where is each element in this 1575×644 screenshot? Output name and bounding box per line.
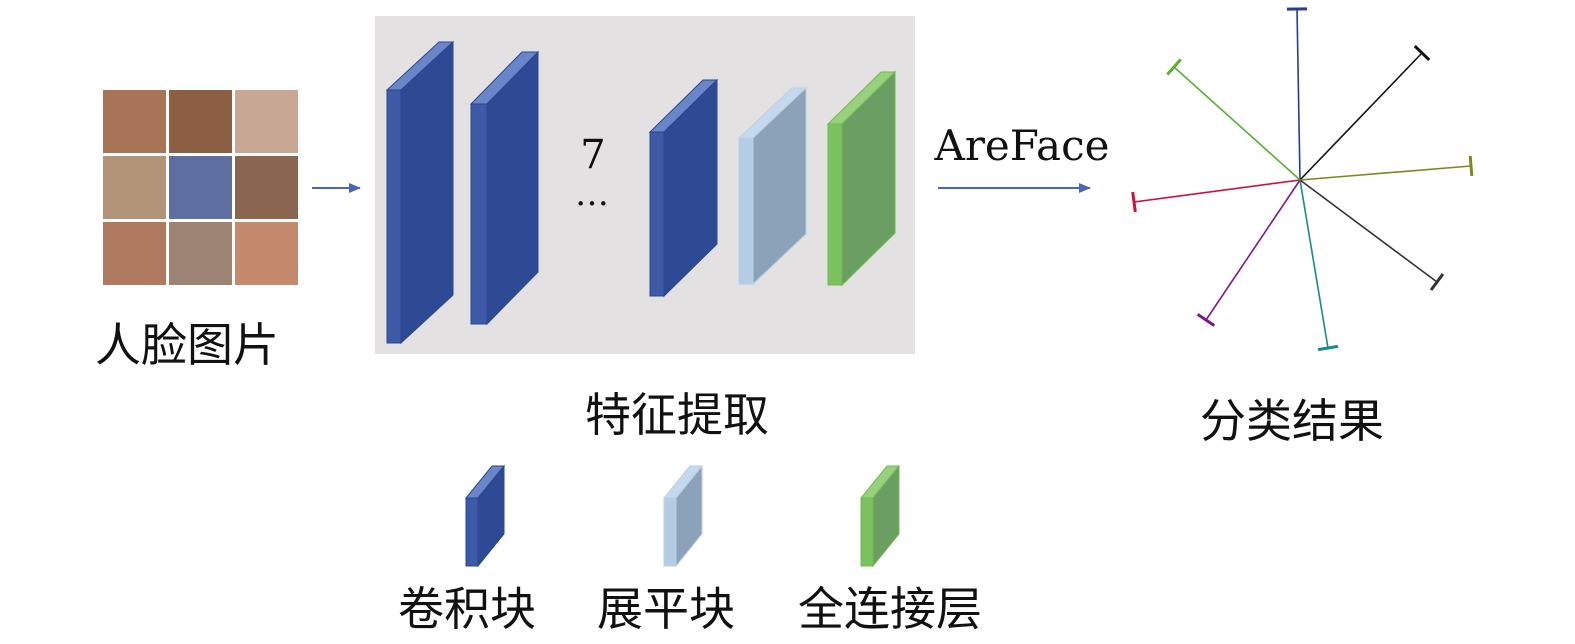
legend-flatten-swatch: [662, 464, 704, 568]
face-image-7: [103, 222, 166, 285]
conv-block-2: [469, 50, 540, 326]
feature-extraction-panel: [375, 16, 915, 354]
face-image-2: [169, 90, 232, 153]
class-vector-8: [1173, 66, 1301, 181]
input-label: 人脸图片: [95, 318, 279, 372]
legend-conv-swatch: [464, 464, 506, 568]
class-vector-cap-7: [1131, 191, 1137, 213]
legend-fc-label: 全连接层: [798, 582, 982, 636]
face-image-5: [169, 156, 232, 219]
face-image-8: [169, 222, 232, 285]
legend-flatten-label: 展平块: [597, 582, 735, 636]
legend-fc-swatch: [859, 464, 901, 568]
areface-label: AreFace: [934, 121, 1110, 170]
class-vector-cap-4: [1429, 273, 1445, 291]
class-vector-5: [1299, 179, 1329, 349]
output-label: 分类结果: [1200, 394, 1384, 448]
class-vector-6: [1205, 179, 1301, 321]
class-vector-cap-3: [1468, 155, 1474, 177]
class-vector-2: [1299, 52, 1423, 181]
class-vector-cap-8: [1166, 58, 1182, 76]
conv-block-3: [648, 78, 719, 298]
face-image-4: [103, 156, 166, 219]
feature-extraction-label: 特征提取: [585, 388, 769, 442]
fc-block: [826, 70, 897, 287]
legend-conv-label: 卷积块: [398, 582, 536, 636]
class-vector-cap-6: [1196, 313, 1216, 327]
class-vector-1: [1296, 8, 1301, 181]
repeat-count: 7: [580, 132, 605, 178]
conv-block-1: [385, 40, 455, 345]
face-image-grid: [103, 90, 298, 285]
flatten-block: [737, 86, 808, 286]
class-vector-3: [1299, 165, 1472, 181]
face-image-9: [235, 222, 298, 285]
class-vector-cap-2: [1413, 44, 1431, 62]
class-vector-cap-5: [1317, 344, 1339, 352]
class-vector-4: [1299, 179, 1438, 283]
classification-star: [1131, 7, 1474, 352]
repeat-ellipsis: …: [575, 174, 609, 214]
face-image-1: [103, 90, 166, 153]
face-image-3: [235, 90, 298, 153]
face-image-6: [235, 156, 298, 219]
class-vector-7: [1133, 179, 1301, 203]
